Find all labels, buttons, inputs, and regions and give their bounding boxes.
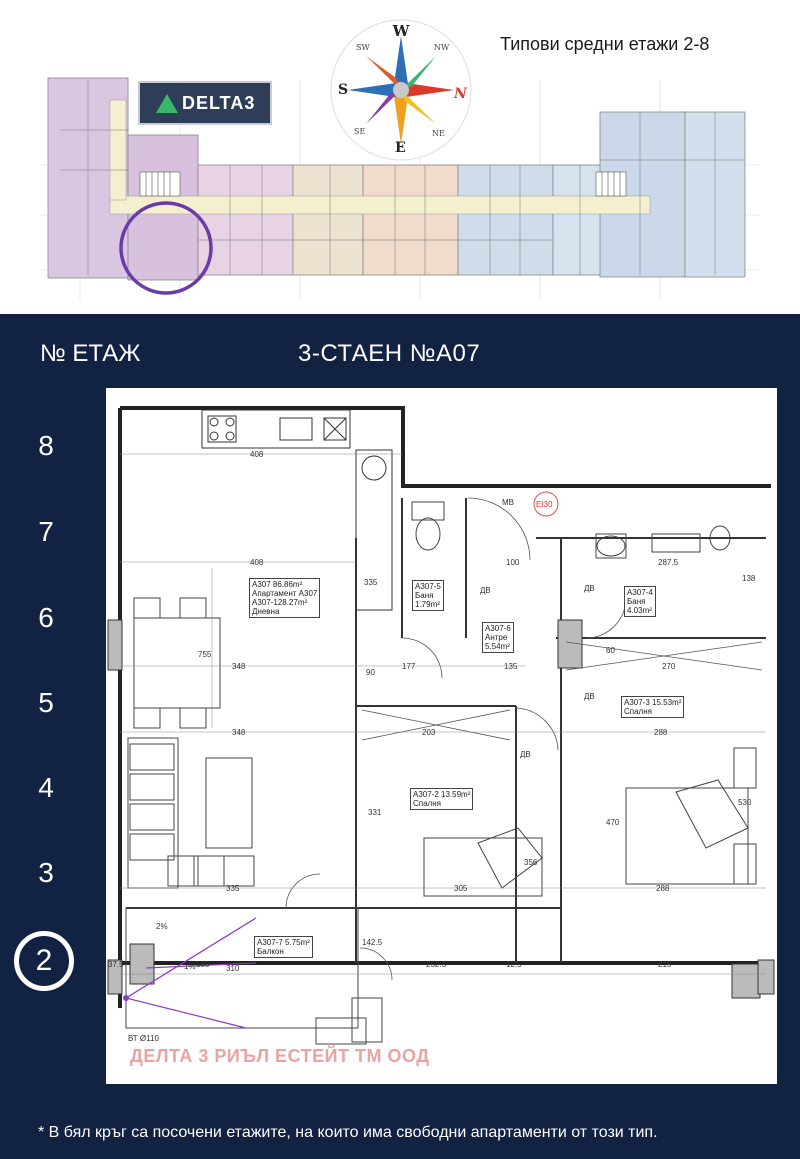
compass-ne: NE xyxy=(432,129,445,138)
floor-heading: № ЕТАЖ xyxy=(40,340,141,367)
apartment-floor-plan: А307 86.86m² Апартамент А307 А307-128.27… xyxy=(106,388,777,1084)
dim: 331 xyxy=(368,808,382,817)
dim: 356 xyxy=(524,858,538,867)
door-tag: ДВ xyxy=(480,586,491,595)
dim: 755 xyxy=(198,650,212,659)
dim: 100 xyxy=(506,558,520,567)
apartment-highlight-circle xyxy=(119,201,213,295)
slope-label: 2% xyxy=(156,922,168,931)
bedroom-right-name: Спалня xyxy=(624,707,652,716)
bath-small-code: А307-5 xyxy=(415,582,441,591)
room-label-living: А307 86.86m² Апартамент А307 А307-128.27… xyxy=(249,578,321,618)
dim: 305 xyxy=(454,884,468,893)
typical-floors-title: Типови средни етажи 2-8 xyxy=(500,34,710,54)
dim: 177 xyxy=(402,662,416,671)
room-label-bath-large: А307-4 Баня 4.03m² xyxy=(624,586,656,617)
dim: 335 xyxy=(226,884,240,893)
compass-s: S xyxy=(338,82,348,98)
door-tag: ДВ xyxy=(520,750,531,759)
dim: 270 xyxy=(662,662,676,671)
dim: 530 xyxy=(738,798,752,807)
dim: 288 xyxy=(656,884,670,893)
dim: 37.5 xyxy=(108,960,124,969)
bedroom-mid-code: А307-2 13.59m² xyxy=(413,790,471,799)
balcony-name: Балкон xyxy=(257,947,284,956)
room-label-bedroom-right: А307-3 15.53m² Спалня xyxy=(621,696,685,718)
floor-5[interactable]: 5 xyxy=(38,687,54,718)
floor-2-label: 2 xyxy=(35,944,53,977)
living-code: А307 86.86m² xyxy=(252,580,303,589)
hall-name: Антре xyxy=(485,633,508,642)
room-label-balcony: А307-7 5.75m² Балкон xyxy=(254,936,313,958)
dim: 90 xyxy=(366,668,375,677)
apartment-heading: 3-СТАЕН №А07 xyxy=(298,340,481,367)
compass-n: N xyxy=(453,86,468,102)
dim: 288 xyxy=(654,728,668,737)
room-label-bedroom-mid: А307-2 13.59m² Спалня xyxy=(410,788,474,810)
logo-text: DELTA3 xyxy=(182,92,256,113)
hall-area: 5.54m² xyxy=(485,642,510,651)
living-name: Дневна xyxy=(252,607,280,616)
compass-e: E xyxy=(395,140,406,156)
dim: 215 xyxy=(658,960,672,969)
floor-plan-drawing xyxy=(107,406,775,1045)
bedroom-mid-name: Спалня xyxy=(413,799,441,808)
floor-2-selected[interactable]: 2 xyxy=(14,931,74,991)
dim: 252.5 xyxy=(426,960,447,969)
dim: 142.5 xyxy=(362,938,383,947)
dim: 310 xyxy=(226,964,240,973)
watermark: ДЕЛТА 3 РИЪЛ ЕСТЕЙТ ТМ ООД xyxy=(130,1046,430,1066)
room-label-bath-small: А307-5 Баня 1.79m² xyxy=(412,580,444,611)
dim: 185 xyxy=(196,960,210,969)
fire-rating: EI30 xyxy=(536,500,553,509)
dim: 408 xyxy=(250,558,264,567)
key-plan-section: W E N S SW NW SE NE DELTA3 Типови средни… xyxy=(0,0,800,314)
dim: 138 xyxy=(742,574,756,583)
floor-7[interactable]: 7 xyxy=(38,516,54,547)
floor-6[interactable]: 6 xyxy=(38,602,54,633)
floor-3[interactable]: 3 xyxy=(38,857,54,888)
dim: 12.5 xyxy=(506,960,522,969)
dim: 60 xyxy=(606,646,615,655)
hall-code: А307-6 xyxy=(485,624,511,633)
dim: 335 xyxy=(364,578,378,587)
building-key-plan xyxy=(40,77,760,300)
room-label-hall: А307-6 Антре 5.54m² xyxy=(482,622,514,653)
door-tag: МВ xyxy=(502,498,514,507)
living-apt: Апартамент А307 xyxy=(252,589,318,598)
dim: 470 xyxy=(606,818,620,827)
compass-w: W xyxy=(392,22,411,40)
dim: 348 xyxy=(232,728,246,737)
slope-label: 1% xyxy=(184,962,196,971)
bath-small-area: 1.79m² xyxy=(415,600,440,609)
bath-large-area: 4.03m² xyxy=(627,606,652,615)
dim: 348 xyxy=(232,662,246,671)
balcony-code: А307-7 5.75m² xyxy=(257,938,310,947)
bath-large-name: Баня xyxy=(627,597,646,606)
floor-4[interactable]: 4 xyxy=(38,772,54,803)
availability-footnote: * В бял кръг са посочени етажите, на кои… xyxy=(38,1124,658,1141)
compass-sw: SW xyxy=(356,43,370,52)
bath-small-name: Баня xyxy=(415,591,434,600)
door-tag: ДВ xyxy=(584,584,595,593)
delta3-logo: DELTA3 xyxy=(138,81,272,125)
dim: 408 xyxy=(250,450,264,459)
floor-8[interactable]: 8 xyxy=(38,430,54,461)
dim: 135 xyxy=(504,662,518,671)
door-tag: ДВ xyxy=(584,692,595,701)
dim: 203 xyxy=(422,728,436,737)
dim: 287.5 xyxy=(658,558,679,567)
compass-icon: W E N S SW NW SE NE xyxy=(330,19,472,161)
living-area: А307-128.27m² xyxy=(252,598,308,607)
compass-nw: NW xyxy=(434,43,450,52)
compass-se: SE xyxy=(354,127,365,136)
drain-label: ВТ Ø110 xyxy=(128,1034,159,1043)
bedroom-right-code: А307-3 15.53m² xyxy=(624,698,682,707)
bath-large-code: А307-4 xyxy=(627,588,653,597)
logo-triangle-icon xyxy=(156,93,178,113)
